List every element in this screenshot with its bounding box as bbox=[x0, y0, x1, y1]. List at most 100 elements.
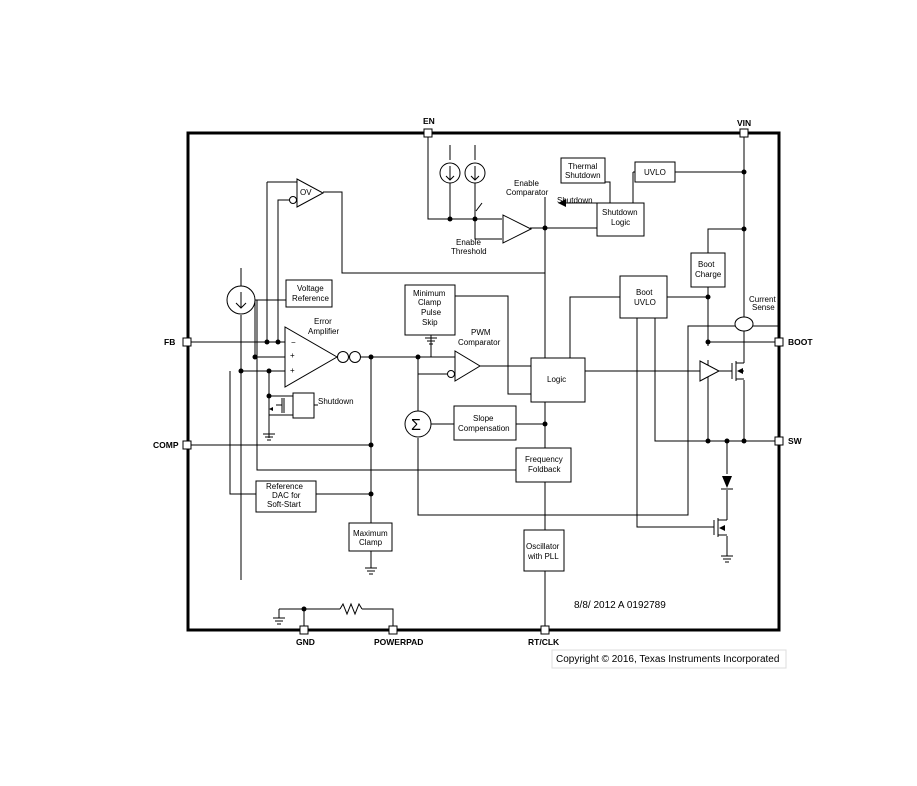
pin-fb: FB bbox=[164, 337, 192, 347]
frequency-foldback-label-2: Foldback bbox=[528, 465, 561, 474]
pin-en: EN bbox=[423, 116, 435, 138]
thermal-shutdown-label-1: Thermal bbox=[568, 162, 598, 171]
error-amp-plus-2: + bbox=[290, 366, 295, 375]
gnd-ground-symbol bbox=[273, 617, 285, 625]
thermal-shutdown-label-2: Shutdown bbox=[565, 171, 601, 180]
shutdown-arrow-label: Shutdown bbox=[557, 196, 593, 205]
junction-dots bbox=[238, 169, 747, 612]
enable-current-source-1 bbox=[439, 162, 461, 184]
enable-threshold-label-2: Threshold bbox=[451, 247, 487, 256]
pin-vin: VIN bbox=[737, 118, 751, 138]
minimum-clamp-label-1: Minimum bbox=[413, 289, 446, 298]
wiring bbox=[188, 133, 779, 628]
boot-charge-label-1: Boot bbox=[698, 260, 715, 269]
pin-en-label: EN bbox=[423, 116, 435, 126]
pin-rtclk-label: RT/CLK bbox=[528, 637, 560, 647]
slope-compensation-label-2: Compensation bbox=[458, 424, 510, 433]
low-side-ground-symbol bbox=[721, 555, 733, 563]
maximum-clamp-block bbox=[348, 522, 393, 552]
pin-rtclk: RT/CLK bbox=[528, 625, 560, 647]
reference-dac-block bbox=[255, 480, 317, 513]
error-amp-output-coil-2 bbox=[349, 351, 361, 363]
error-amplifier-triangle bbox=[284, 326, 339, 388]
pin-powerpad: POWERPAD bbox=[374, 625, 423, 647]
pwm-comparator-label-1: PWM bbox=[471, 328, 491, 337]
boot-charge-block bbox=[690, 252, 726, 288]
enable-comparator-label-2: Comparator bbox=[506, 188, 549, 197]
ov-inverting-bubble bbox=[289, 196, 297, 204]
high-side-mosfet bbox=[731, 361, 744, 381]
logic-label: Logic bbox=[547, 375, 566, 384]
sigma-symbol: Σ bbox=[411, 417, 421, 434]
slope-compensation-block bbox=[453, 405, 517, 441]
pwm-inverting-bubble bbox=[447, 370, 455, 378]
enable-comparator-triangle bbox=[502, 214, 533, 244]
oscillator-block bbox=[523, 529, 565, 572]
pwm-comparator-label-2: Comparator bbox=[458, 338, 501, 347]
enable-current-source-2 bbox=[464, 162, 486, 184]
shutdown-logic-label-1: Shutdown bbox=[602, 208, 638, 217]
error-amp-plus-1: + bbox=[290, 351, 295, 360]
pin-powerpad-label: POWERPAD bbox=[374, 637, 423, 647]
shutdown-arrow: Shutdown bbox=[557, 196, 593, 207]
ov-label: OV bbox=[300, 188, 312, 197]
thermal-shutdown-block bbox=[560, 157, 606, 184]
pin-vin-label: VIN bbox=[737, 118, 751, 128]
reference-dac-label-1: Reference bbox=[266, 482, 303, 491]
shutdown-logic-label-2: Logic bbox=[611, 218, 630, 227]
error-amp-minus: − bbox=[291, 338, 296, 347]
minimum-clamp-ground-symbol bbox=[425, 337, 437, 345]
error-amp-output-coil-1 bbox=[337, 351, 349, 363]
maximum-clamp-ground-symbol bbox=[365, 567, 377, 575]
shutdown-switch-block bbox=[292, 392, 315, 419]
oscillator-label-1: Oscillator bbox=[526, 542, 560, 551]
pin-gnd: GND bbox=[296, 625, 315, 647]
shutdown-logic-block bbox=[596, 202, 645, 237]
voltage-reference-block bbox=[285, 279, 333, 308]
ic-boundary bbox=[186, 131, 781, 632]
enable-threshold-label-1: Enable bbox=[456, 238, 481, 247]
logic-block bbox=[530, 357, 586, 403]
reference-dac-label-2: DAC for bbox=[272, 491, 301, 500]
boot-uvlo-block bbox=[619, 275, 668, 319]
ov-comparator-triangle bbox=[296, 178, 325, 208]
oscillator-label-2: with PLL bbox=[527, 552, 559, 561]
shutdown-switch-transistor bbox=[269, 398, 285, 413]
minimum-clamp-label-4: Skip bbox=[422, 318, 438, 327]
error-amplifier-label-2: Amplifier bbox=[308, 327, 339, 336]
frequency-foldback-label-1: Frequency bbox=[525, 455, 563, 464]
document-id: 8/8/ 2012 A 0192789 bbox=[574, 600, 666, 611]
enable-comparator-label-1: Enable bbox=[514, 179, 539, 188]
minimum-clamp-label-2: Clamp bbox=[418, 298, 442, 307]
high-side-driver-triangle bbox=[699, 360, 721, 382]
minimum-clamp-block bbox=[404, 284, 456, 336]
uvlo-block bbox=[634, 161, 676, 183]
pin-fb-label: FB bbox=[164, 337, 175, 347]
shutdown-switch-label: Shutdown bbox=[318, 397, 354, 406]
voltage-reference-label-1: Voltage bbox=[297, 284, 324, 293]
current-sense-ring bbox=[734, 316, 754, 332]
boot-uvlo-label-1: Boot bbox=[636, 288, 653, 297]
reference-dac-label-3: Soft-Start bbox=[267, 500, 302, 509]
summing-node bbox=[404, 410, 432, 438]
error-amplifier-label-1: Error bbox=[314, 317, 332, 326]
copyright-text: Copyright © 2016, Texas Instruments Inco… bbox=[556, 654, 779, 665]
voltage-reference-current-source bbox=[226, 285, 256, 315]
maximum-clamp-label-1: Maximum bbox=[353, 529, 388, 538]
pin-boot: BOOT bbox=[774, 337, 813, 347]
boot-charge-label-2: Charge bbox=[695, 270, 722, 279]
slope-compensation-label-1: Slope bbox=[473, 414, 494, 423]
freewheel-diode bbox=[721, 476, 733, 490]
frequency-foldback-block bbox=[515, 447, 572, 483]
pin-boot-label: BOOT bbox=[788, 337, 813, 347]
uvlo-label: UVLO bbox=[644, 168, 666, 177]
current-sense-label-1: Current bbox=[749, 295, 776, 304]
pin-comp-label: COMP bbox=[153, 440, 179, 450]
minimum-clamp-label-3: Pulse bbox=[421, 308, 442, 317]
shutdown-ground-symbol bbox=[263, 424, 275, 441]
low-side-mosfet bbox=[713, 518, 727, 537]
pin-gnd-label: GND bbox=[296, 637, 315, 647]
pin-sw: SW bbox=[774, 436, 803, 446]
boot-uvlo-label-2: UVLO bbox=[634, 298, 656, 307]
